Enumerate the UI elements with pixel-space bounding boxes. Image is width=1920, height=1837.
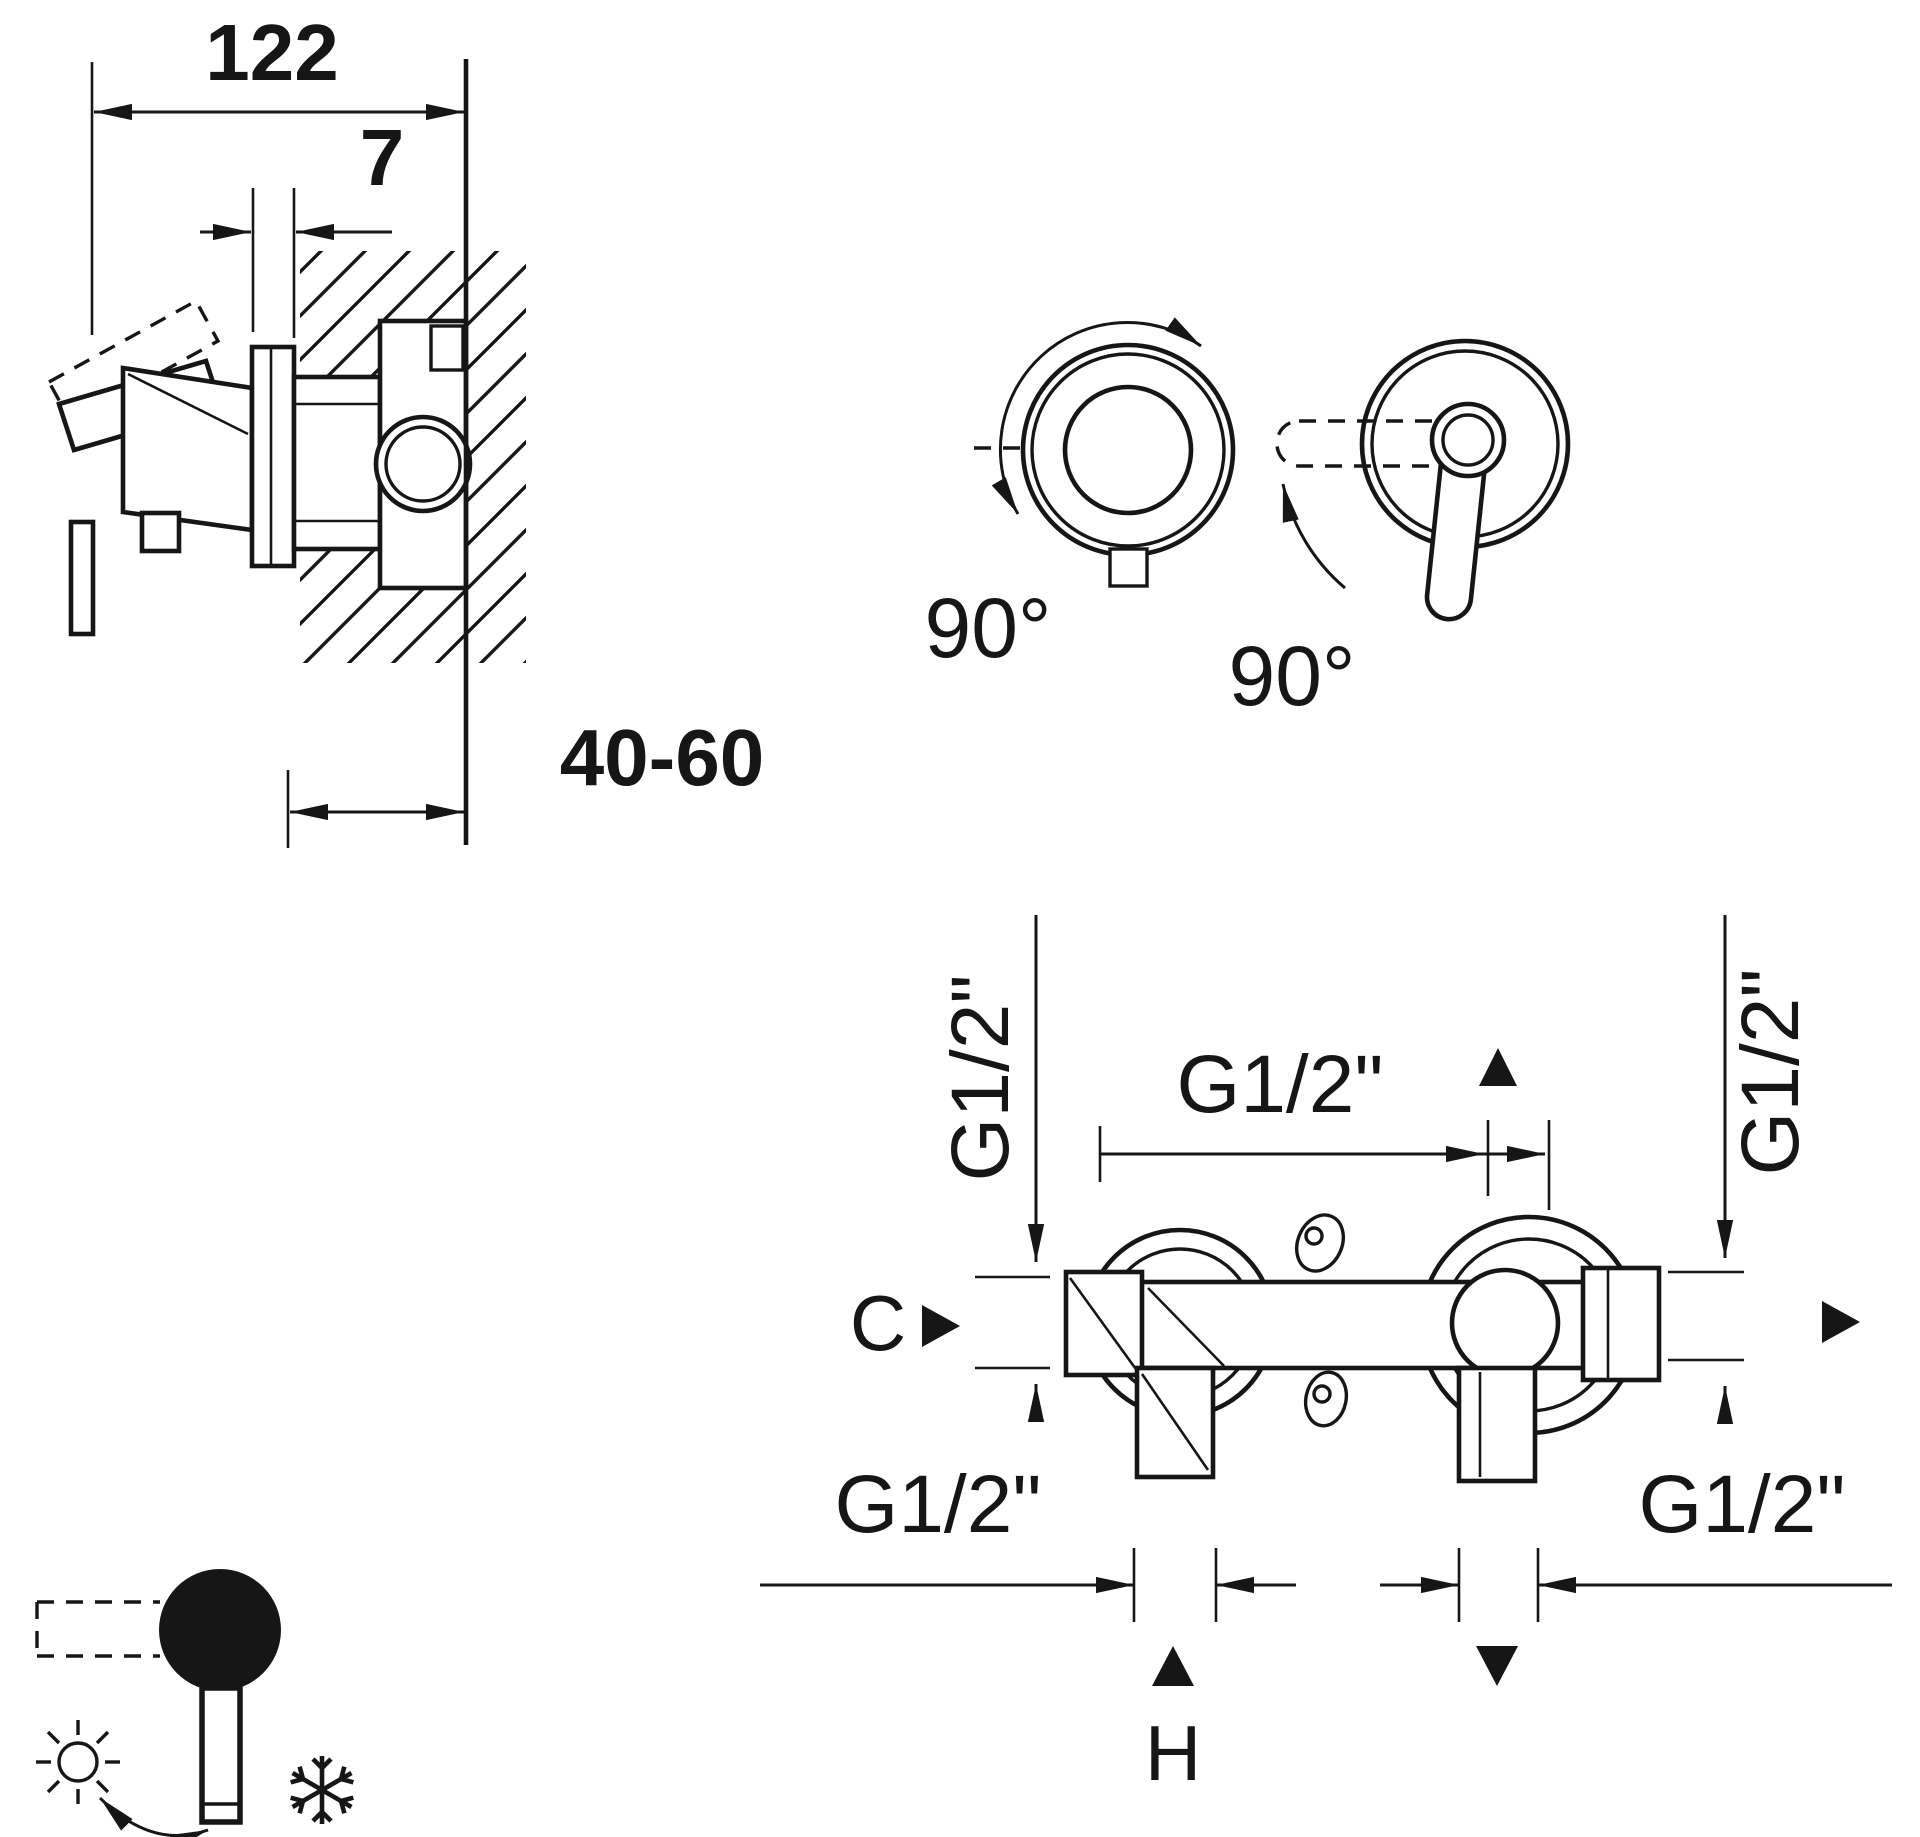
lever-rotation-view: 90° (1228, 338, 1571, 723)
ball-joint (1449, 1267, 1561, 1379)
right-arrow-icon (1822, 1301, 1860, 1343)
handle-rotation-view: 90° (924, 317, 1236, 675)
rotation-views: 90° 90° (924, 317, 1571, 723)
valve-connection-inner (384, 425, 462, 503)
thread-bottom-right-label: G1/2" (1639, 1459, 1846, 1550)
angle-label-right: 90° (1228, 629, 1355, 723)
lever-rotation-arc-arrow (1281, 483, 1346, 590)
handle-hub (120, 365, 255, 533)
dim-40-60: 40-60 (286, 713, 765, 848)
dim-122: 122 (90, 8, 464, 335)
thread-side-left-label: G1/2" (935, 975, 1026, 1182)
c-arrow-right-icon (922, 1305, 960, 1347)
escutcheon-outer (1020, 342, 1236, 558)
handle-lever-alt-dashed (46, 298, 221, 425)
hot-sun-icon (36, 1720, 120, 1804)
up-arrow-top-icon (1479, 1048, 1517, 1086)
right-inlet-stub (1456, 1365, 1538, 1484)
angle-label-left: 90° (924, 581, 1051, 675)
lever-knob (159, 1569, 281, 1691)
dim-c: C (850, 1279, 960, 1367)
lever-down-position (68, 519, 96, 637)
hub-step (139, 510, 182, 554)
dim-h-label: H (1145, 1709, 1201, 1797)
mount-lug-bottom-hole (1312, 1384, 1332, 1404)
dim-7-label: 7 (360, 113, 405, 202)
rotation-arc-arrow (991, 317, 1202, 515)
valve-top-port (429, 324, 465, 372)
hub-detail-line (127, 372, 249, 436)
down-arrow-icon (1476, 1646, 1518, 1686)
side-view: 122 7 40-60 (46, 8, 765, 848)
front-view: G1/2" C G1/2" G1/2" G1/2" (760, 915, 1892, 1797)
thread-top-label: G1/2" (1177, 1039, 1384, 1130)
dim-122-label: 122 (205, 8, 338, 97)
right-union-nut (1580, 1265, 1662, 1383)
valve-connection-outer (373, 414, 473, 514)
lever-stem (199, 1685, 243, 1825)
mixer-icon (35, 1569, 357, 1837)
thread-bottom-left-label: G1/2" (835, 1459, 1042, 1550)
mix-rotation-arrow (98, 1796, 209, 1837)
dim-side-right: G1/2" (1668, 915, 1860, 1424)
dim-c-label: C (850, 1279, 906, 1367)
dim-40-60-label: 40-60 (560, 713, 765, 802)
bottom-stub (1108, 547, 1149, 588)
dim-top: G1/2" (1098, 1039, 1551, 1210)
lever-hub-inner (1441, 413, 1495, 467)
dim-h: H (1145, 1646, 1518, 1797)
dim-7: 7 (200, 113, 404, 338)
lever-horizontal-dashed (35, 1600, 160, 1658)
dim-bottom-right: G1/2" (1380, 1459, 1892, 1622)
escutcheon-plate (249, 344, 297, 569)
dim-bottom-left: G1/2" (760, 1459, 1296, 1622)
cold-snowflake-icon (287, 1755, 357, 1825)
dim-side-left: G1/2" (935, 915, 1050, 1422)
mount-lug-top-hole (1304, 1226, 1324, 1246)
thread-side-right-label: G1/2" (1725, 969, 1816, 1176)
up-arrow-h-icon (1152, 1646, 1194, 1686)
